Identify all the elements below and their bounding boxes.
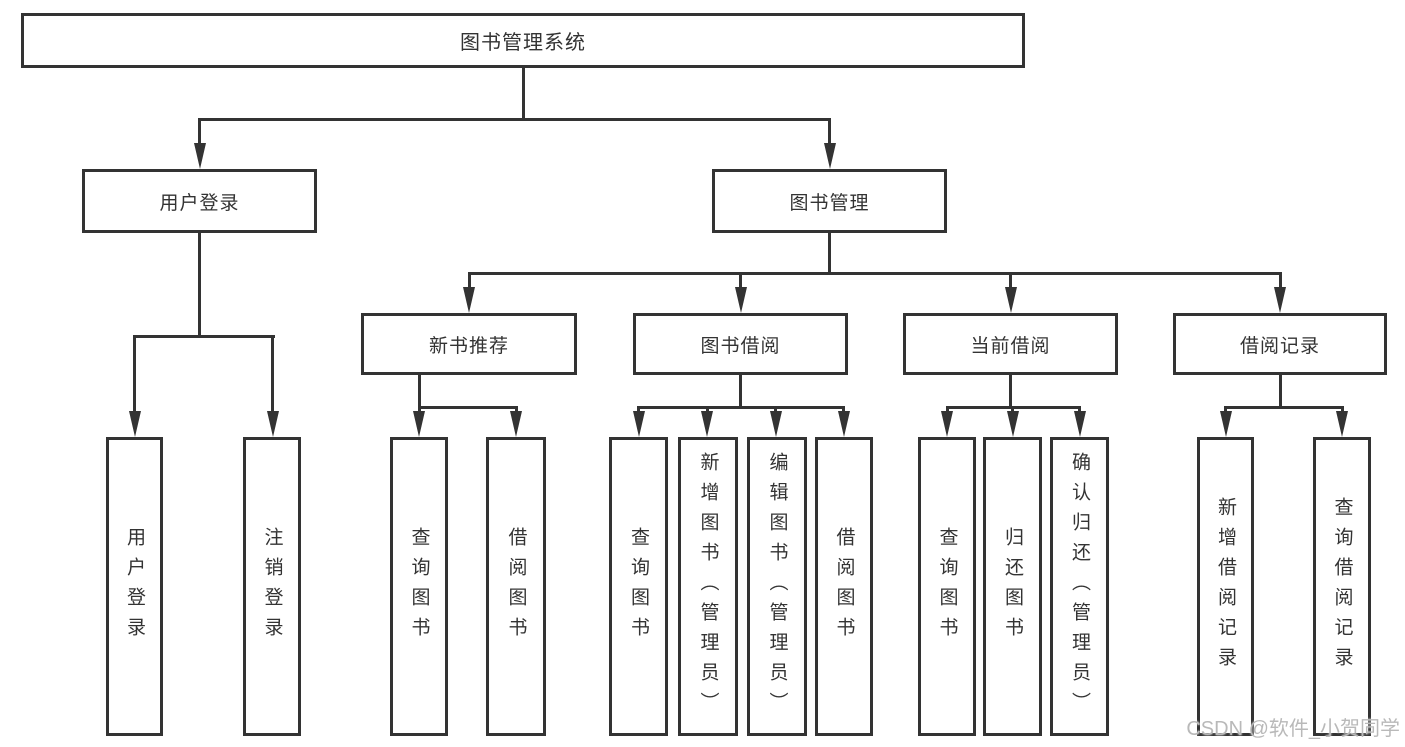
leaf-newrec-borrow-books: 借阅图书 xyxy=(486,437,546,736)
arrowhead-down-icon xyxy=(128,411,141,437)
leaf-edit-books-admin: 编辑图书（管理员） xyxy=(747,437,807,736)
leaf-logout-label: 注销登录 xyxy=(261,526,283,647)
connector-vline xyxy=(1009,375,1012,409)
arrowhead-down-icon xyxy=(1073,411,1086,437)
arrowhead-down-icon xyxy=(769,411,782,437)
leaf-add-books-admin: 新增图书（管理员） xyxy=(678,437,738,736)
leaf-return-books: 归还图书 xyxy=(983,437,1042,736)
node-root-label: 图书管理系统 xyxy=(460,32,586,54)
leaf-query-borrow-record: 查询借阅记录 xyxy=(1313,437,1371,736)
node-book-management: 图书管理 xyxy=(712,169,947,233)
arrow-stem xyxy=(467,272,471,291)
arrowhead-down-icon xyxy=(734,287,747,313)
arrowhead-down-icon xyxy=(823,143,836,169)
node-book-borrowing: 图书借阅 xyxy=(633,313,848,375)
leaf-borrowing-borrow-books-label: 借阅图书 xyxy=(833,526,855,647)
arrowhead-down-icon xyxy=(413,411,425,437)
arrowhead-down-icon xyxy=(193,143,206,169)
connector-vline xyxy=(1278,375,1282,409)
arrow-stem xyxy=(1011,406,1014,415)
arrowhead-down-icon xyxy=(1336,411,1348,437)
leaf-newrec-query-books: 查询图书 xyxy=(390,437,448,736)
leaf-user-login-label: 用户登录 xyxy=(124,526,145,647)
arrowhead-down-icon xyxy=(1274,287,1286,313)
arrowhead-down-icon xyxy=(1006,411,1019,437)
arrowhead-down-icon xyxy=(266,411,279,437)
connector-hline xyxy=(133,335,275,338)
arrow-stem xyxy=(271,335,274,415)
leaf-confirm-return-admin: 确认归还（管理员） xyxy=(1050,437,1109,736)
arrow-stem xyxy=(1224,406,1227,415)
leaf-add-borrow-record-label: 新增借阅记录 xyxy=(1215,496,1236,677)
arrow-stem xyxy=(1340,406,1344,415)
csdn-watermark: CSDN @软件_小贺同学 xyxy=(1186,718,1400,740)
leaf-query-borrow-record-label: 查询借阅记录 xyxy=(1331,496,1353,677)
arrow-stem xyxy=(637,406,640,415)
node-new-book-recommend-label: 新书推荐 xyxy=(428,335,509,357)
leaf-borrowing-borrow-books: 借阅图书 xyxy=(815,437,873,736)
arrowhead-down-icon xyxy=(701,411,713,437)
node-current-borrowing: 当前借阅 xyxy=(903,313,1118,375)
connector-vline xyxy=(198,233,201,338)
node-current-borrowing-label: 当前借阅 xyxy=(970,335,1051,357)
arrowhead-down-icon xyxy=(510,411,522,437)
node-user-login: 用户登录 xyxy=(82,169,317,233)
node-user-login-label: 用户登录 xyxy=(159,192,240,214)
connector-hline xyxy=(1224,406,1344,409)
connector-hline xyxy=(637,406,845,409)
connector-vline xyxy=(828,233,831,275)
connector-hline xyxy=(198,118,831,121)
node-book-borrowing-label: 图书借阅 xyxy=(700,335,781,357)
connector-hline xyxy=(467,272,1282,275)
arrow-stem xyxy=(417,406,421,415)
leaf-add-borrow-record: 新增借阅记录 xyxy=(1197,437,1254,736)
leaf-current-query-books-label: 查询图书 xyxy=(936,526,958,647)
leaf-return-books-label: 归还图书 xyxy=(1002,526,1023,647)
leaf-add-books-admin-label: 新增图书（管理员） xyxy=(697,451,719,722)
connector-vline xyxy=(417,375,421,409)
arrowhead-down-icon xyxy=(463,287,475,313)
arrow-stem xyxy=(739,272,742,291)
arrowhead-down-icon xyxy=(1219,411,1232,437)
arrow-stem xyxy=(705,406,709,415)
arrow-stem xyxy=(774,406,777,415)
arrow-stem xyxy=(514,406,518,415)
arrow-stem xyxy=(1009,272,1012,291)
node-borrow-records-label: 借阅记录 xyxy=(1239,335,1320,357)
leaf-newrec-borrow-books-label: 借阅图书 xyxy=(505,526,527,647)
leaf-current-query-books: 查询图书 xyxy=(918,437,976,736)
arrowhead-down-icon xyxy=(632,411,645,437)
arrow-stem xyxy=(1078,406,1081,415)
arrowhead-down-icon xyxy=(941,411,953,437)
arrow-stem xyxy=(133,335,136,415)
connector-hline xyxy=(417,406,518,409)
leaf-borrowing-query-books: 查询图书 xyxy=(609,437,668,736)
leaf-newrec-query-books-label: 查询图书 xyxy=(408,526,430,647)
node-root: 图书管理系统 xyxy=(21,13,1025,68)
node-book-management-label: 图书管理 xyxy=(789,192,870,214)
leaf-user-login: 用户登录 xyxy=(106,437,163,736)
connector-vline xyxy=(521,68,525,121)
connector-vline xyxy=(739,375,742,409)
arrow-stem xyxy=(198,118,201,147)
arrowhead-down-icon xyxy=(837,411,850,437)
arrow-stem xyxy=(828,118,831,147)
node-new-book-recommend: 新书推荐 xyxy=(361,313,577,375)
arrowhead-down-icon xyxy=(1004,287,1017,313)
leaf-borrowing-query-books-label: 查询图书 xyxy=(628,526,649,647)
arrow-stem xyxy=(945,406,949,415)
arrow-stem xyxy=(842,406,845,415)
arrow-stem xyxy=(1278,272,1282,291)
node-borrow-records: 借阅记录 xyxy=(1173,313,1387,375)
leaf-logout: 注销登录 xyxy=(243,437,301,736)
leaf-confirm-return-admin-label: 确认归还（管理员） xyxy=(1069,451,1090,722)
leaf-edit-books-admin-label: 编辑图书（管理员） xyxy=(766,451,788,722)
